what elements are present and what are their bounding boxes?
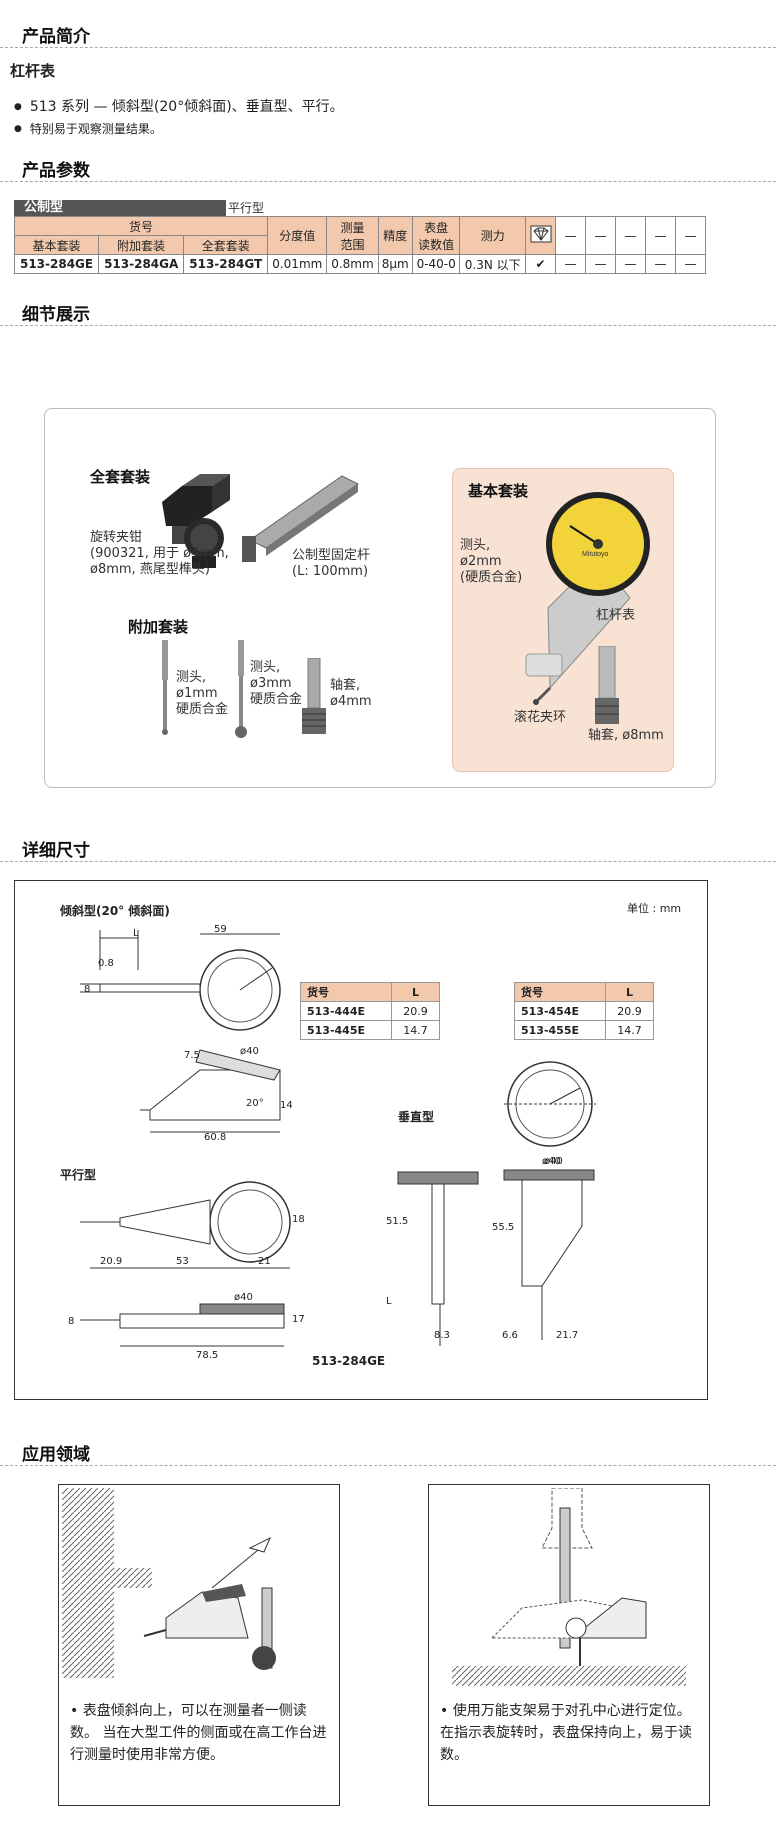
dimension-drawing-frame (14, 880, 708, 1400)
parallel-side-drawing (80, 1303, 285, 1347)
knurl-label: 滚花夹环 (514, 710, 567, 725)
section-header-applications: 应用领域 (0, 1432, 776, 1466)
bullet-feature: 特别易于观察测量结果。 (14, 120, 162, 137)
header-part-no: 货号 (13, 216, 269, 236)
table-row: 513-284GE 513-284GA 513-284GT 0.01mm 0.8… (13, 254, 706, 274)
header-accuracy: 精度 (377, 216, 413, 255)
check-icon: ✔ (525, 254, 556, 274)
header-dial: 表盘读数值 (411, 216, 461, 255)
sleeve-4mm-label: 轴套, ø4mm (330, 678, 372, 709)
spec-table: 货号 分度值 测量范围 精度 表盘读数值 测力 — — — — — 基本套装 附… (13, 216, 706, 274)
addon-set-title: 附加套装 (128, 618, 189, 636)
header-addon: 附加套装 (98, 235, 185, 255)
section-title: 产品参数 (22, 161, 90, 181)
knurled-ring-image (525, 653, 563, 677)
section-title: 应用领域 (22, 1445, 90, 1465)
section-header-intro: 产品简介 (0, 14, 776, 48)
header-force: 测力 (459, 216, 526, 255)
unit-label: 单位 : mm (627, 902, 682, 915)
header-basic: 基本套装 (13, 235, 100, 255)
application-text-1: • 表盘倾斜向上，可以在测量者一侧读数。 当在大型工件的侧面或在高工作台进行测量… (70, 1703, 327, 1763)
section-header-dimensions: 详细尺寸 (0, 828, 776, 862)
section-title: 细节展示 (22, 305, 90, 325)
probe-main-label: 测头, ø2mm (硬质合金) (460, 538, 523, 585)
application-illustration-hole (452, 1488, 686, 1686)
fixed-rod-image (242, 475, 359, 562)
probe-3mm-label: 测头, ø3mm 硬质合金 (250, 660, 303, 707)
vertical-dial-drawing (504, 1061, 596, 1147)
section-header-details: 细节展示 (0, 292, 776, 326)
tilt-side-drawing (140, 1049, 281, 1133)
probe-3mm-image (235, 640, 247, 738)
application-illustration-side (62, 1488, 276, 1678)
model-label: 513-284GE (312, 1354, 386, 1368)
product-name: 杠杆表 (10, 62, 56, 80)
sleeve-8mm-image (595, 646, 619, 724)
diamond-icon (530, 225, 551, 243)
vertical-back-drawing (503, 1169, 595, 1340)
lever-indicator-image: Mitutoyo (533, 492, 650, 705)
indicator-label: 杠杆表 (596, 608, 636, 623)
title-parallel: 平行型 (60, 1168, 97, 1182)
header-range: 测量范围 (326, 216, 379, 255)
dial-brand: Mitutoyo (582, 551, 609, 558)
title-tilt: 倾斜型(20° 倾斜面) (60, 904, 170, 918)
sleeve-8mm-label: 轴套, ø8mm (588, 728, 664, 743)
title-vertical: 垂直型 (398, 1110, 435, 1124)
section-title: 详细尺寸 (22, 841, 90, 861)
basic-set-title: 基本套装 (468, 482, 529, 500)
tab-parallel[interactable]: 平行型 (228, 201, 265, 215)
section-title: 产品简介 (22, 27, 90, 47)
header-full: 全套套装 (183, 235, 269, 255)
clamp-label: 旋转夹钳 (900321, 用于 ø4mm, ø8mm, 燕尾型榫头) (90, 530, 229, 577)
bullet-series: 513 系列 — 倾斜型(20°倾斜面)、垂直型、平行。 (14, 96, 344, 116)
header-graduation: 分度值 (267, 216, 328, 255)
parallel-top-drawing (80, 1181, 291, 1269)
full-set-title: 全套套装 (90, 468, 151, 486)
probe-1mm-label: 测头, ø1mm 硬质合金 (176, 670, 229, 717)
tab-metric[interactable]: 公制型 (14, 200, 226, 216)
rod-label: 公制型固定杆 (L: 100mm) (292, 548, 371, 579)
vertical-side-drawing (397, 1171, 479, 1346)
diamond-icon (525, 216, 556, 255)
sleeve-4mm-image (302, 658, 326, 734)
application-text-2: • 使用万能支架易于对孔中心进行定位。在指示表旋转时，表盘保持向上，易于读数。 (440, 1703, 692, 1763)
tilt-front-drawing (80, 930, 281, 1031)
section-header-params: 产品参数 (0, 148, 776, 182)
probe-1mm-image (162, 640, 168, 735)
swivel-clamp-image (162, 474, 230, 568)
